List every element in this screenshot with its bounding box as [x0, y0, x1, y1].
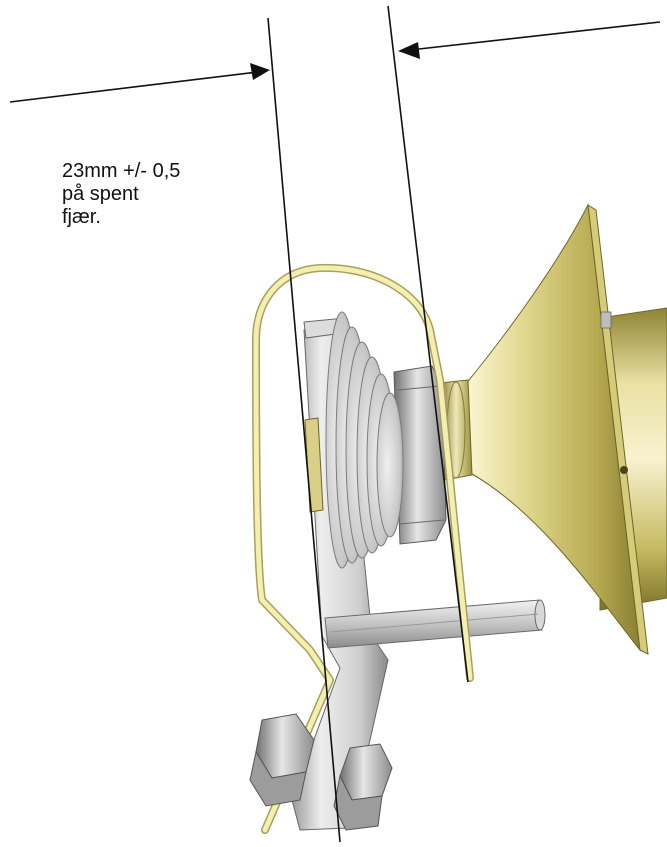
- lower-nut-right: [333, 743, 393, 831]
- annotation-line-1: 23mm +/- 0,5: [62, 160, 181, 182]
- spring-wire: [252, 263, 474, 834]
- dimension-arrow-left-shaft: [9, 71, 259, 103]
- guide-rod: [324, 599, 546, 649]
- dimension-arrow-right-shaft: [409, 21, 661, 51]
- lower-nut-left: [249, 713, 315, 807]
- annotation-line-2: på spent: [62, 183, 139, 205]
- arrowhead-left-icon: [398, 42, 420, 59]
- extension-line-right: [387, 5, 469, 683]
- cone-hole: [620, 466, 628, 474]
- extension-line-left: [267, 17, 341, 843]
- brass-reel: [439, 203, 667, 655]
- arrowhead-right-icon: [250, 63, 270, 80]
- coil-spring: [325, 311, 404, 569]
- annotation-line-3: fjær.: [62, 206, 101, 228]
- flange-bolt: [600, 311, 612, 329]
- dimension-lines: [9, 5, 661, 843]
- dimension-annotation: 23mm +/- 0,5 på spent fjær.: [62, 160, 262, 229]
